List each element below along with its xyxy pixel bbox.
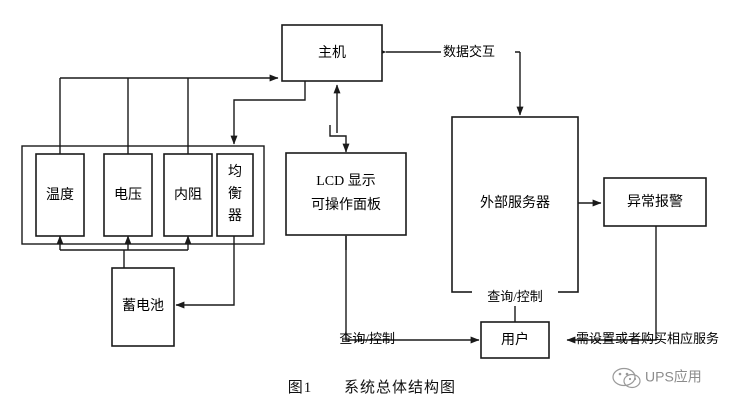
connector-host-to-equalizer — [230, 81, 306, 145]
external-server-label: 外部服务器 — [480, 195, 550, 211]
alarm-box[interactable] — [603, 177, 707, 227]
edge-label-data-exchange: 数据交互 — [443, 44, 495, 59]
user-label: 用户 — [501, 331, 529, 348]
host-label: 主机 — [318, 45, 346, 61]
edge-label-query-control-lcd: 查询/控制 — [339, 331, 395, 346]
node-battery[interactable]: 蓄电池 — [111, 267, 175, 347]
node-internal-resistance[interactable]: 内阻 — [163, 153, 213, 237]
wechat-logo-icon — [612, 367, 641, 389]
internal-resistance-box[interactable] — [163, 153, 213, 237]
connector-alarm-to-user — [566, 226, 657, 344]
sensor-group-container — [21, 145, 265, 245]
node-lcd-panel[interactable]: LCD 显示 可操作面板 — [285, 152, 407, 236]
lcd-box[interactable] — [285, 152, 407, 236]
connector-lcd-to-user — [345, 236, 480, 344]
node-temperature[interactable]: 温度 — [35, 153, 85, 237]
temperature-label: 温度 — [46, 187, 74, 203]
battery-box[interactable] — [111, 267, 175, 347]
data-exchange-label-backdrop — [441, 43, 515, 61]
lcd-label-line2: 可操作面板 — [311, 197, 381, 213]
alarm-label: 异常报警 — [627, 194, 683, 210]
figure-caption-title: 系统总体结构图 — [344, 379, 456, 396]
edge-label-query-control-server: 查询/控制 — [487, 289, 543, 304]
equalizer-box[interactable] — [216, 153, 254, 237]
edge-label-purchase-service: 需设置或者购买相应服务 — [576, 331, 719, 346]
connector-equalizer-to-battery — [175, 232, 235, 309]
equalizer-label-char2: 衡 — [228, 186, 242, 202]
watermark: UPS应用 — [612, 367, 702, 389]
watermark-label: UPS应用 — [645, 369, 702, 385]
temperature-box[interactable] — [35, 153, 85, 237]
node-user[interactable]: 用户 — [480, 321, 550, 359]
host-box[interactable] — [281, 24, 383, 82]
node-host[interactable]: 主机 — [281, 24, 383, 82]
internal-resistance-label: 内阻 — [174, 187, 202, 203]
voltage-box[interactable] — [103, 153, 153, 237]
lcd-label-line1: LCD 显示 — [316, 174, 376, 189]
node-equalizer[interactable]: 均 衡 器 — [216, 153, 254, 237]
node-voltage[interactable]: 电压 — [103, 153, 153, 237]
node-external-server[interactable]: 外部服务器 — [451, 116, 579, 293]
connector-host-to-lcd — [329, 125, 350, 153]
voltage-label: 电压 — [114, 187, 142, 203]
battery-label: 蓄电池 — [122, 298, 164, 314]
figure-caption-number: 图1 — [288, 379, 313, 396]
equalizer-label-char1: 均 — [228, 164, 242, 180]
node-alarm[interactable]: 异常报警 — [603, 177, 707, 227]
user-box[interactable] — [480, 321, 550, 359]
equalizer-label-char3: 器 — [228, 209, 242, 224]
query-control-server-backdrop — [472, 288, 558, 306]
